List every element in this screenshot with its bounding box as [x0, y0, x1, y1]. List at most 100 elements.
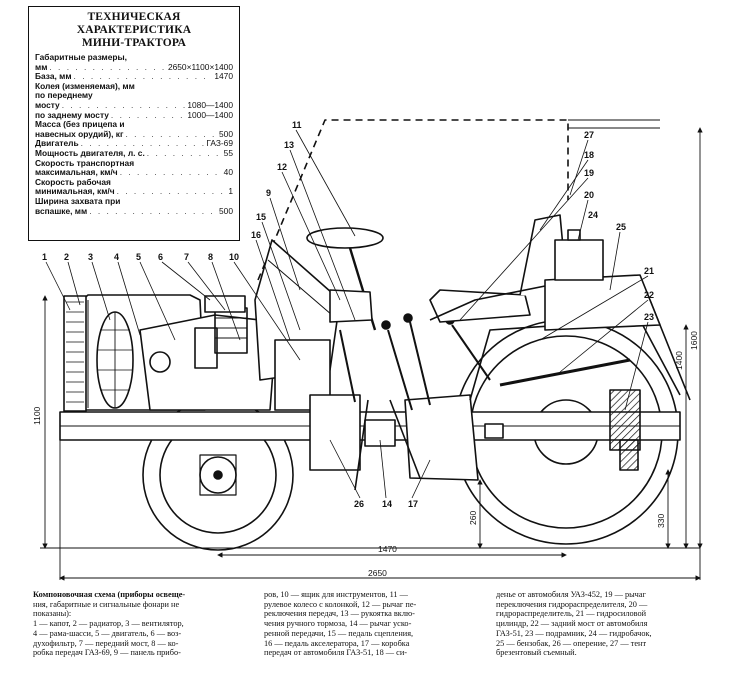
- hydraulic-tank: [554, 229, 604, 281]
- caption-column-3: денье от автомобиля УАЗ-452, 19 — рычаг …: [496, 590, 718, 658]
- spec-transport-label: Скорость транспортная: [35, 157, 135, 168]
- part-number: 10: [229, 252, 239, 262]
- dimension-lines: [42, 127, 703, 581]
- part-number: 18: [584, 150, 594, 160]
- caption-line: духофильтр, 7 — передний мост, 8 — ко-: [33, 638, 179, 648]
- part-numbers: 1 2 3 4 5 6 7 8 9 10 11 12 13 14 15 16 1…: [42, 120, 654, 509]
- spec-row-plow-width: вспашке, мм 500: [35, 205, 233, 217]
- part-number: 20: [584, 190, 594, 200]
- part-number: 27: [584, 130, 594, 140]
- air-filter: [204, 295, 246, 313]
- radiator: [63, 295, 87, 412]
- part-number: 22: [644, 290, 654, 300]
- part-number: 1: [42, 252, 47, 262]
- spec-label: мосту: [35, 99, 60, 110]
- caption-line: денье от автомобиля УАЗ-452, 19 — рычаг: [496, 590, 646, 599]
- spec-box: ТЕХНИЧЕСКАЯ ХАРАКТЕРИСТИКА МИНИ-ТРАКТОРА…: [28, 6, 240, 241]
- part-number: 23: [644, 312, 654, 322]
- spec-mass-label: Масса (без прицепа и: [35, 119, 125, 130]
- pedals: [354, 399, 421, 491]
- part-number: 25: [616, 222, 626, 232]
- spec-track-label: по переднему: [35, 90, 93, 101]
- caption-line: ров, 10 — ящик для инструментов, 11 —: [264, 590, 408, 599]
- caption-line: рулевое колесо с колонкой, 12 — рычаг пе…: [264, 599, 417, 609]
- caption-line: 25 — бензобак, 26 — оперение, 27 — тент: [496, 638, 647, 648]
- caption-line: 1 — капот, 2 — радиатор, 3 — вентилятор,: [33, 619, 184, 629]
- dim-height-1600: 1600: [689, 331, 699, 350]
- caption-line: передач от автомобиля ГАЗ-51, 18 — си-: [264, 648, 408, 658]
- leader-lines: [45, 129, 649, 499]
- spec-value: ГАЗ-69: [206, 138, 233, 149]
- part-number: 9: [266, 188, 271, 198]
- spec-row-track-rear: по заднему мосту 1000—1400: [35, 109, 233, 121]
- part-number: 11: [292, 120, 302, 130]
- caption-line: чения ручного тормоза, 14 — рычаг уско-: [264, 619, 412, 629]
- caption-line: реключения передач, 13 — рукоятка вклю-: [264, 609, 415, 619]
- spec-value: 55: [223, 147, 233, 158]
- spec-row-dimensions: мм 2650×1100×1400: [35, 61, 233, 73]
- part-number: 8: [208, 252, 213, 262]
- hydraulic-cylinder: [499, 358, 631, 387]
- dim-height-1400: 1400: [674, 351, 684, 370]
- spec-row-mass: навесных орудий), кг 500: [35, 128, 233, 140]
- spec-label: Двигатель: [35, 138, 79, 149]
- caption-line: показаны):: [33, 609, 72, 619]
- spec-label: мм: [35, 61, 48, 72]
- spec-row-transport-speed: максимальная, км/ч 40: [35, 168, 233, 178]
- spec-row-track-front: мосту 1080—1400: [35, 99, 233, 111]
- spec-value: 1080—1400: [187, 99, 233, 110]
- spec-label: по заднему мосту: [35, 109, 109, 120]
- caption-line: робка передач ГАЗ-69, 9 — панель прибо-: [33, 648, 181, 658]
- part-number: 21: [644, 266, 654, 276]
- caption-line: ренной передачи, 15 — педаль сцепления,: [264, 628, 414, 638]
- spec-value: 1: [228, 186, 233, 197]
- spec-dimensions-label: Габаритные размеры,: [35, 52, 127, 62]
- spec-row-power: Мощность двигателя, л. с. 55: [35, 147, 233, 159]
- spec-title-line: ХАРАКТЕРИСТИКА: [76, 24, 192, 36]
- spec-work-label: Скорость рабочая: [35, 176, 111, 187]
- spec-label: навесных орудий), кг: [35, 128, 124, 139]
- dim-length-label: 2650: [368, 568, 387, 578]
- caption-line: переключения гидрораспределителя, 20 —: [496, 599, 648, 609]
- spec-label: База, мм: [35, 71, 72, 82]
- part-number: 6: [158, 252, 163, 262]
- dim-clearance: 260: [468, 511, 478, 525]
- spec-value: 500: [219, 128, 233, 139]
- part-number: 5: [136, 252, 141, 262]
- tent-outline: [257, 119, 660, 281]
- part-number: 4: [114, 252, 119, 262]
- fan: [96, 311, 134, 409]
- rear-axle: [484, 389, 641, 471]
- caption-line: ния, габаритные и сигнальные фонари не: [33, 599, 180, 609]
- spec-plow-label: Ширина захвата при: [35, 195, 121, 206]
- spec-value: 2650×1100×1400: [167, 61, 233, 72]
- part-number: 13: [284, 140, 294, 150]
- spec-track-label: Колея (изменяемая), мм: [35, 80, 135, 91]
- caption-line: 16 — педаль акселератора, 17 — коробка: [264, 638, 410, 648]
- spec-title-line: МИНИ-ТРАКТОРА: [81, 37, 187, 49]
- part-number: 26: [354, 499, 364, 509]
- spec-row-engine: Двигатель ГАЗ-69: [35, 139, 233, 149]
- caption-column-1: Компоновочная схема (приборы освеще- ния…: [33, 590, 239, 658]
- spec-label: вспашке, мм: [35, 205, 88, 216]
- part-number: 16: [251, 230, 261, 240]
- spec-label: Мощность двигателя, л. с.: [35, 147, 145, 158]
- caption-line: цилиндр, 22 — задний мост от автомобиля: [496, 619, 648, 629]
- spec-row-base: База, мм 1470: [35, 72, 233, 82]
- gearbox-gaz69: [309, 394, 396, 471]
- dim-330: 330: [656, 514, 666, 528]
- dim-height-1100: 1100: [32, 406, 42, 425]
- dimension-labels: 1470 2650 1100 1400 1600 260 330: [32, 331, 699, 578]
- part-number: 19: [584, 168, 594, 178]
- part-number: 17: [408, 499, 418, 509]
- part-number: 3: [88, 252, 93, 262]
- spec-value: 500: [219, 205, 233, 216]
- tractor-diagram: 1 2 3 4 5 6 7 8 9 10 11 12 13 14 15 16 1…: [32, 119, 703, 581]
- spec-title: ТЕХНИЧЕСКАЯ ХАРАКТЕРИСТИКА МИНИ-ТРАКТОРА: [35, 11, 233, 50]
- part-number: 24: [588, 210, 598, 220]
- spec-value: 40: [223, 167, 233, 178]
- spec-value: 1000—1400: [187, 109, 233, 120]
- spec-rows: Габаритные размеры, мм 2650×1100×1400 Ба…: [35, 52, 233, 217]
- caption-column-2: ров, 10 — ящик для инструментов, 11 — ру…: [264, 590, 478, 658]
